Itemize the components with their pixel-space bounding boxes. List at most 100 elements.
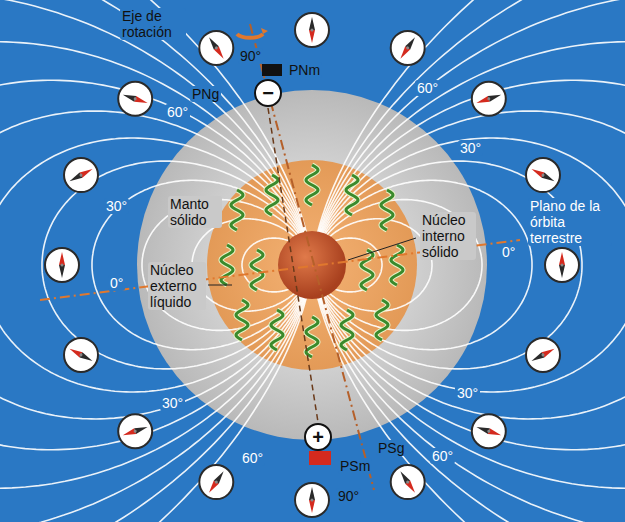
compass <box>391 31 425 65</box>
needle-pivot <box>214 480 218 484</box>
needle-north <box>59 252 65 265</box>
dynamo-current <box>221 245 233 285</box>
needle-north <box>309 30 315 43</box>
axis-label: Eje de rotación <box>120 8 186 40</box>
compass-needle <box>398 470 418 495</box>
dynamo-current-outline <box>391 245 403 285</box>
compass-needle <box>476 92 503 106</box>
compass-ring <box>45 13 579 517</box>
needle-pivot <box>79 353 83 357</box>
needle-north <box>488 428 502 438</box>
compass <box>472 414 506 448</box>
compass-body <box>199 31 233 65</box>
south-magnetic-flag <box>309 451 331 465</box>
latitude-label: 30° <box>160 395 185 411</box>
compass-body <box>391 465 425 499</box>
pole-label: PNm <box>287 62 322 78</box>
dynamo-current-outline <box>266 175 278 215</box>
latitude-label: 60° <box>165 104 190 120</box>
compass-needle <box>530 166 556 183</box>
magnetic-axis <box>268 108 318 422</box>
compass-needle <box>207 470 227 495</box>
needle-south <box>214 470 226 484</box>
latitude-label: 30° <box>455 385 480 401</box>
compass-body <box>199 465 233 499</box>
dynamo-current <box>306 317 318 357</box>
dynamo-current <box>391 245 403 285</box>
needle-north <box>530 166 544 177</box>
latitude-label: 0° <box>108 275 125 291</box>
latitude-label: 0° <box>500 244 517 260</box>
compass <box>391 465 425 499</box>
dynamo-current <box>236 300 248 340</box>
dynamo-current-outline <box>236 300 248 340</box>
compass-body <box>64 158 98 192</box>
compass <box>199 465 233 499</box>
dynamo-currents <box>221 165 403 357</box>
dynamo-current-outline <box>306 317 318 357</box>
needle-south <box>207 35 219 49</box>
needle-north <box>309 500 315 513</box>
plane-label: Plano de la órbita terrestre <box>528 198 612 246</box>
field-line <box>0 138 312 392</box>
needle-south <box>398 470 410 484</box>
dynamo-current <box>376 300 388 340</box>
field-line <box>0 111 312 419</box>
needle-pivot <box>541 173 545 177</box>
dynamo-current-outline <box>271 310 283 350</box>
pole-label: PSg <box>376 440 406 456</box>
latitude-label: 90° <box>238 48 263 64</box>
compass-body <box>526 158 560 192</box>
field-line <box>0 0 312 522</box>
pole-label: PSm <box>338 458 372 474</box>
latitude-label: 60° <box>240 450 265 466</box>
needle-pivot <box>214 46 218 50</box>
rotation-arrow <box>237 34 263 38</box>
field-line <box>312 138 625 392</box>
compass-body <box>64 338 98 372</box>
dynamo-current-outline <box>346 175 358 215</box>
needle-south <box>476 424 490 434</box>
dynamo-current-outline <box>231 190 243 230</box>
needle-south <box>59 265 65 278</box>
needle-pivot <box>79 173 83 177</box>
compass <box>64 338 98 372</box>
dynamo-current <box>381 190 393 230</box>
compass-body <box>472 82 506 116</box>
dynamo-current <box>231 190 243 230</box>
needle-north <box>214 46 226 60</box>
compass-body <box>295 483 329 517</box>
compass-body <box>118 82 152 116</box>
needle-pivot <box>541 353 545 357</box>
pole-label: PNg <box>190 86 221 102</box>
needle-pivot <box>133 97 137 101</box>
dynamo-current <box>251 250 263 290</box>
layer-label: Manto sólido <box>168 196 222 228</box>
needle-south <box>122 92 136 102</box>
compass-body <box>472 414 506 448</box>
compass <box>526 338 560 372</box>
needle-south <box>530 352 544 363</box>
needle-north <box>122 428 136 438</box>
dynamo-current-outline <box>376 300 388 340</box>
compass <box>45 248 79 282</box>
needle-south <box>80 352 94 363</box>
needle-north <box>542 346 556 357</box>
compass-needle <box>68 166 94 183</box>
compass-needle <box>59 252 65 278</box>
dynamo-current-outline <box>221 245 233 285</box>
pole-sign: + <box>312 427 324 447</box>
needle-pivot <box>311 499 314 502</box>
pole-sign-circle: + <box>304 423 332 451</box>
leader-line <box>208 285 232 286</box>
needle-north <box>207 480 219 494</box>
needle-north <box>68 346 82 357</box>
dynamo-current-outline <box>361 250 373 290</box>
latitude-label: 90° <box>336 488 361 504</box>
field-line <box>0 0 312 522</box>
compass-body <box>45 248 79 282</box>
latitude-label: 60° <box>415 80 440 96</box>
